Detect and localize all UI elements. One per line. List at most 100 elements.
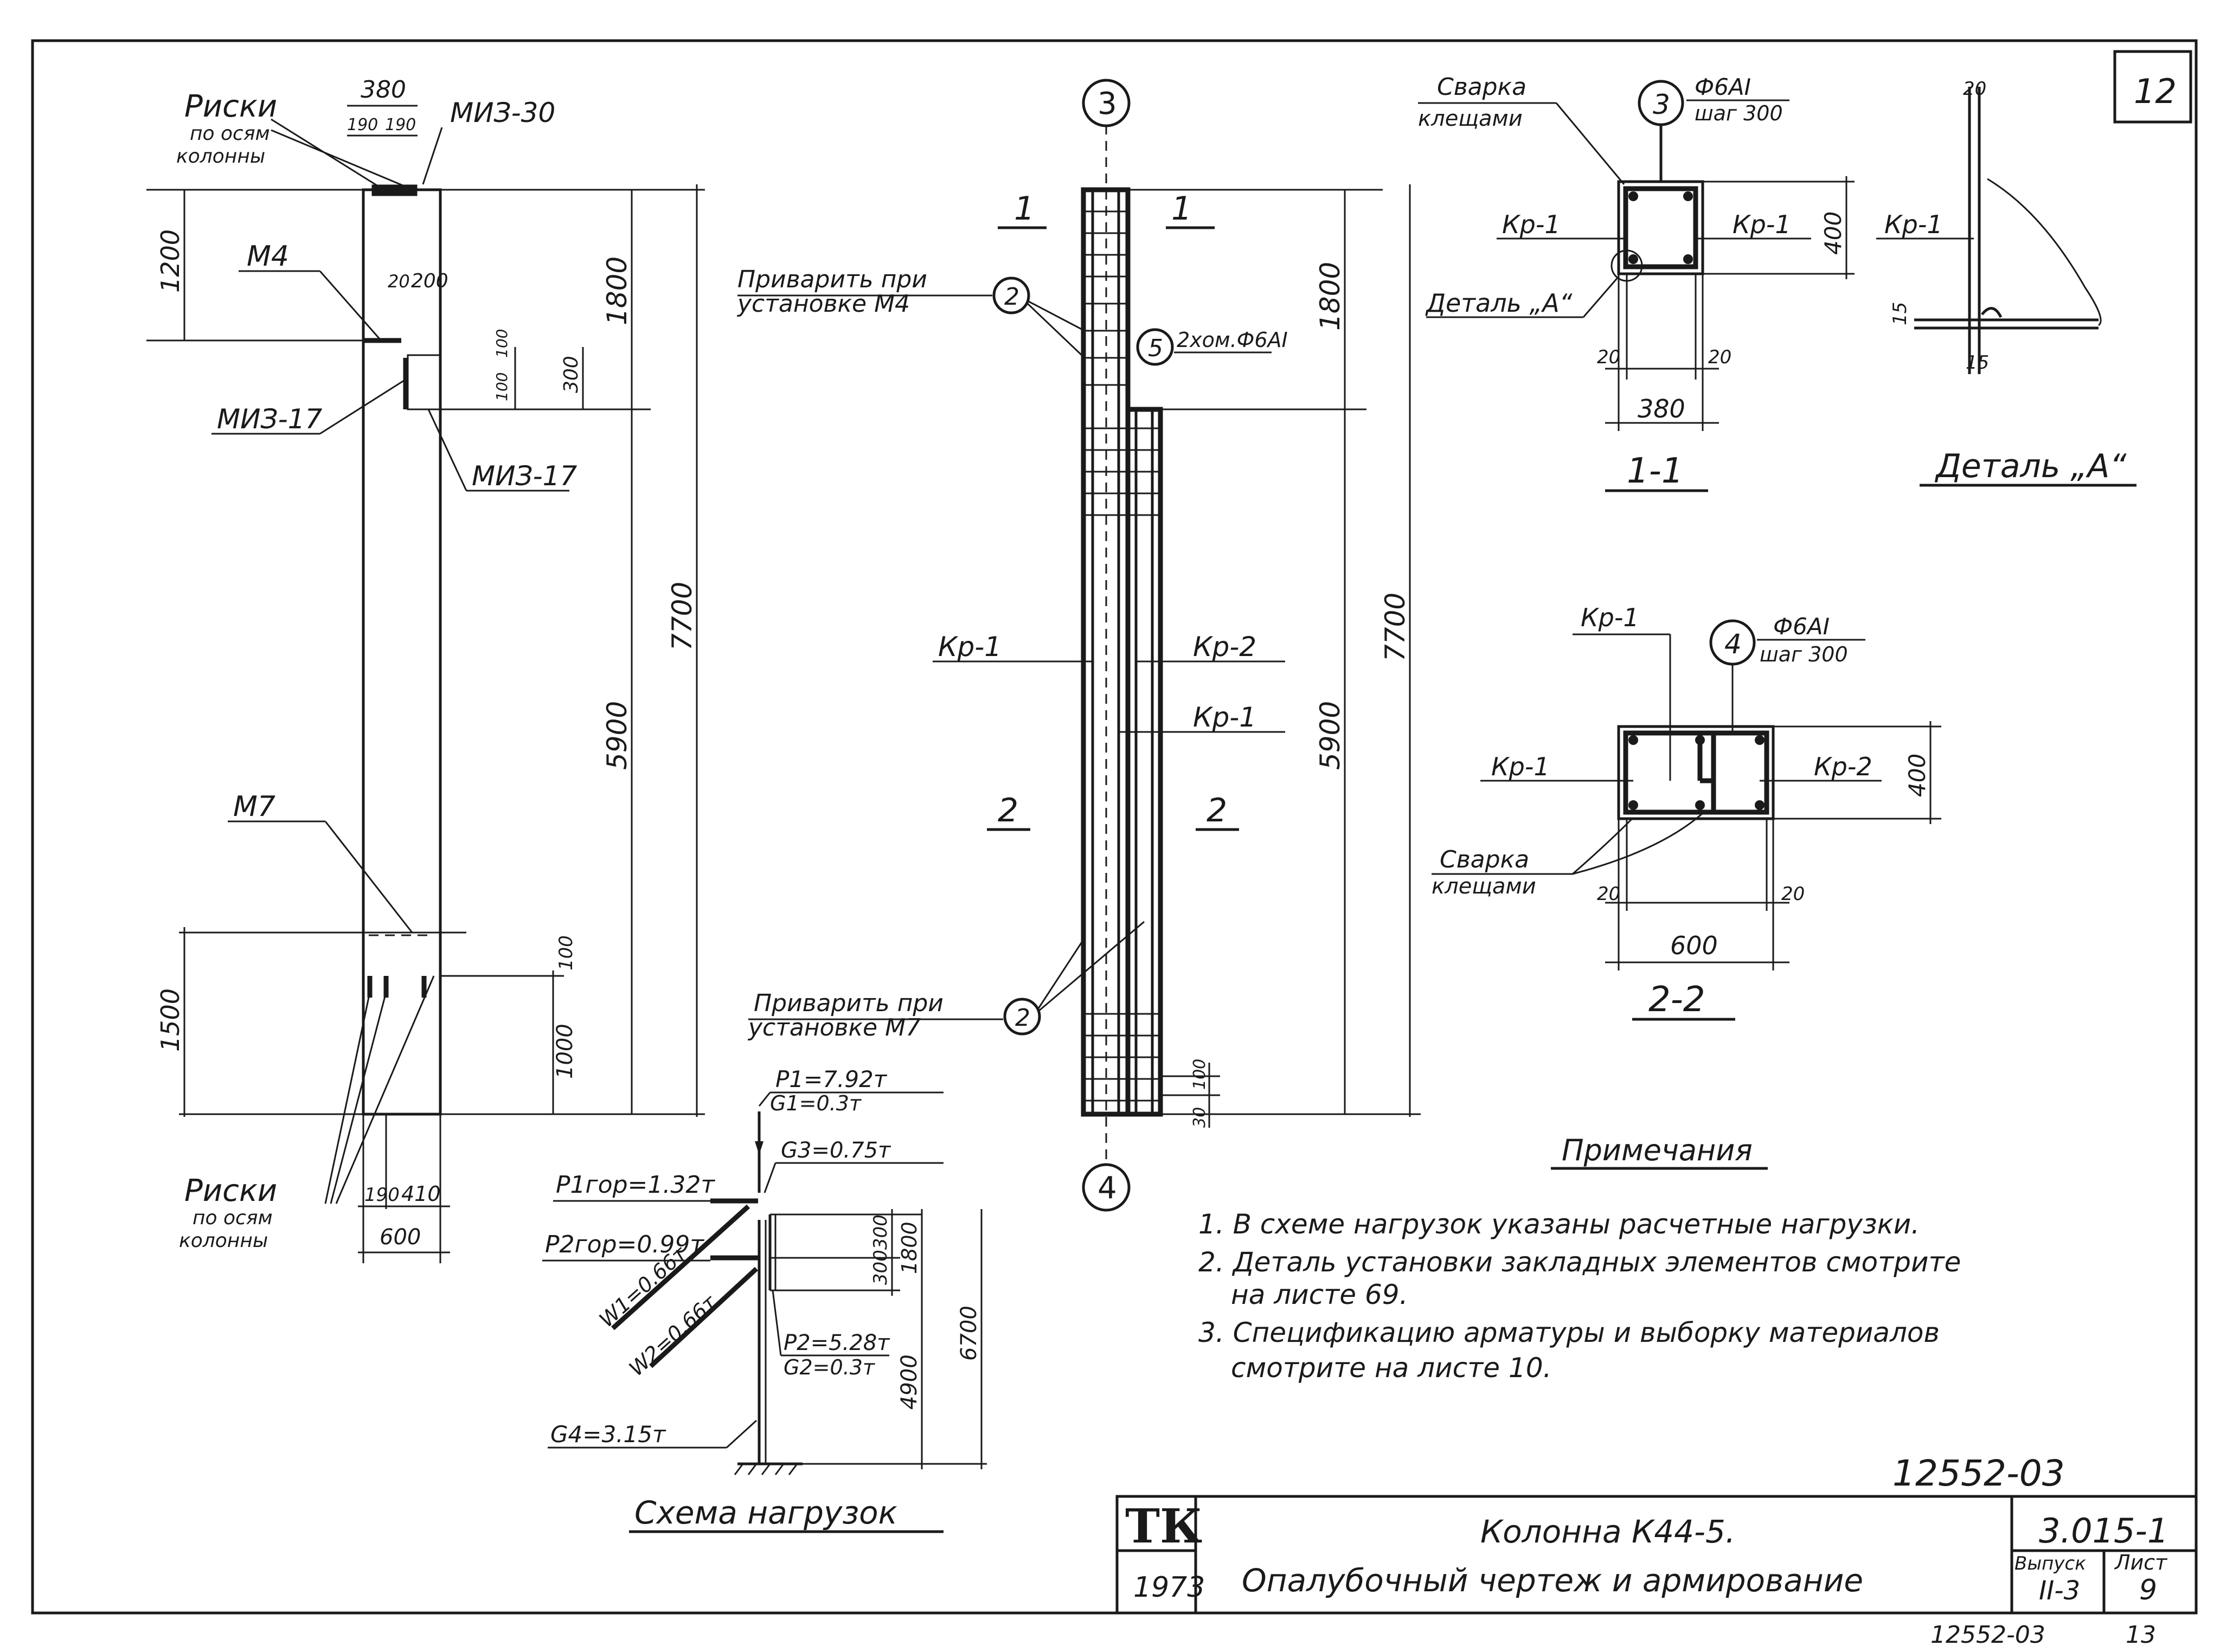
leader	[1026, 303, 1086, 359]
note-2b: на листе 69.	[1231, 1279, 1408, 1310]
org-logo: ТК	[1125, 1499, 1202, 1554]
weld-m7-line2: установке М7	[747, 1014, 921, 1042]
dim-380-top: 380	[361, 76, 406, 104]
dim-190-top-b: 190	[385, 115, 416, 134]
rebar-dot	[1628, 191, 1638, 201]
rebar-dot	[1683, 191, 1693, 201]
issue-value: II-3	[2039, 1576, 2080, 1606]
load-dim-4900: 4900	[897, 1354, 922, 1410]
axis-marker-bottom	[1082, 1163, 1131, 1212]
leader	[1038, 921, 1145, 1012]
leader	[427, 409, 467, 491]
notes-title: Примечания	[1562, 1133, 1753, 1167]
section-2-2-weld-2: клещами	[1432, 874, 1536, 899]
leader	[1432, 818, 1633, 875]
section-2-2-dim-600: 600	[1670, 931, 1718, 960]
part-miz17-left: МИЗ-17	[217, 403, 322, 435]
part-miz30-label: МИЗ-30	[450, 97, 555, 128]
load-g3: G3=0.75т	[781, 1138, 891, 1163]
position-5: 5	[1148, 335, 1163, 362]
dim-1200: 1200	[156, 229, 185, 293]
dim-100-a: 100	[493, 372, 511, 401]
dim-7700: 7700	[666, 582, 698, 651]
load-g4: G4=3.15т	[550, 1421, 666, 1448]
dim-190-top-a: 190	[347, 115, 378, 134]
load-g2: G2=0.3т	[784, 1355, 876, 1379]
section-2-2-kr2-right: Кр-2	[1814, 752, 1872, 781]
axis-label-top: 3	[1098, 86, 1117, 121]
ground-hatch	[734, 1463, 798, 1475]
arrowhead	[755, 1141, 763, 1155]
load-p2: P2=5.28т	[784, 1330, 890, 1355]
section-1-1-weld-2: клещами	[1418, 106, 1523, 131]
dim-600-bottom: 600	[380, 1225, 421, 1250]
sheet-value: 9	[2139, 1574, 2157, 1606]
dim-100-c: 100	[555, 935, 577, 970]
axis-label-bottom: 4	[1098, 1171, 1117, 1206]
reinforcement-elevation: 3 4 1 1 2 2 Приварить при установ	[736, 79, 1421, 1212]
section-1-1-step: шаг 300	[1695, 101, 1783, 125]
load-dim-300b: 300	[870, 1250, 891, 1285]
part-m7-label: М7	[233, 790, 275, 823]
section-1-1-stirrup	[1623, 186, 1698, 269]
dim-1800: 1800	[601, 256, 633, 325]
dim-100-b: 100	[493, 329, 511, 358]
drawing-name-2: Опалубочный чертеж и армирование	[1242, 1562, 1863, 1599]
section-1-1-kr1-right: Кр-1	[1733, 210, 1791, 239]
position-marker-2-bottom	[1003, 998, 1041, 1036]
issue-label: Выпуск	[2014, 1553, 2086, 1574]
leader	[758, 1092, 771, 1107]
drawing-name-1: Колонна К44-5.	[1480, 1513, 1735, 1550]
detail-a-dim-20: 20	[1963, 78, 1986, 100]
wind-arrow-1	[611, 1204, 750, 1330]
kr1-left-label: Кр-1	[938, 631, 1002, 663]
section-2-2-dim-20a: 20	[1597, 883, 1620, 905]
section-1-1-dim-20b: 20	[1708, 346, 1731, 368]
console-outline	[1125, 407, 1163, 1117]
marks-bot-line1: Риски	[184, 1173, 277, 1209]
section-2-2: Кр-1 4 Ф6АI шаг 300 Кр-1 Кр-2 400 Сварка…	[1432, 603, 1941, 1021]
corner-sheet-number: 12	[2134, 72, 2177, 111]
rebar-dot	[1695, 735, 1705, 745]
section-1-1-dim-380: 380	[1638, 394, 1685, 423]
leader	[1572, 812, 1703, 875]
dim-20: 20	[388, 271, 410, 292]
clamp-label: 2хом.Ф6АI	[1177, 328, 1288, 352]
weld-m7-line1: Приварить при	[754, 989, 944, 1017]
leader	[772, 1290, 782, 1356]
leader	[763, 1162, 777, 1193]
section-2-2-bar: Ф6АI	[1773, 613, 1830, 640]
leader	[422, 127, 443, 185]
leader	[319, 378, 406, 435]
detail-a-weld	[1981, 307, 2003, 318]
note-3b: смотрите на листе 10.	[1231, 1352, 1551, 1384]
marks-bot-line3: колонны	[179, 1230, 268, 1252]
section-2-2-position: 4	[1724, 628, 1742, 660]
rebar-dot	[1628, 254, 1638, 264]
marks-bot-line2: по осям	[193, 1207, 273, 1229]
section-1-1-position: 3	[1653, 89, 1670, 120]
section-2-2-weld-1: Сварка	[1440, 846, 1529, 873]
leader	[330, 992, 387, 1204]
marks-top-line3: колонны	[176, 145, 265, 168]
leader	[1582, 276, 1620, 318]
corner-box	[2113, 50, 2192, 124]
leader	[1037, 937, 1086, 1009]
rebar-dot	[1628, 735, 1638, 745]
title-block-frame	[1115, 1495, 2198, 1615]
load-dim-300a: 300	[870, 1214, 891, 1250]
bottom-doc-number: 12552-03	[1930, 1621, 2045, 1649]
reinf-dim-30: 30	[1190, 1107, 1209, 1128]
section-1-1-bar: Ф6АI	[1695, 74, 1751, 100]
section-2-2-dim-400: 400	[1904, 754, 1930, 797]
rebar-dot	[1683, 254, 1693, 264]
load-p1gor: P1гор=1.32т	[556, 1171, 715, 1199]
reinf-dim-100: 100	[1190, 1059, 1209, 1090]
section-2-left: 2	[998, 792, 1018, 830]
leader	[335, 975, 435, 1204]
load-p2gor: P2гор=0.99т	[545, 1231, 704, 1258]
part-m4-label: М4	[247, 240, 289, 273]
section-1-right: 1	[1171, 190, 1192, 228]
section-1-1-dim-20a: 20	[1597, 346, 1620, 368]
